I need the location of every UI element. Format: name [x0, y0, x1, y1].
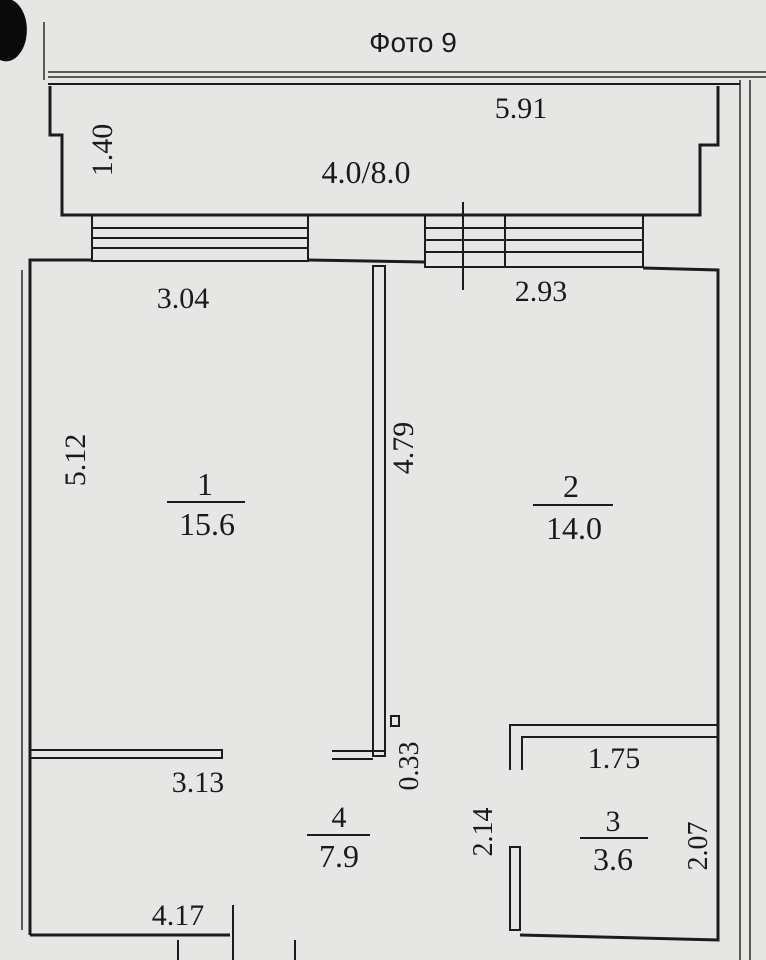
page-title: Фото 9	[369, 27, 457, 58]
balcony-outline	[48, 86, 720, 217]
room4-number: 4	[332, 801, 347, 834]
room4-width-label: 3.13	[172, 766, 225, 799]
room3-width-label: 1.75	[588, 742, 641, 775]
bathroom-walls	[509, 724, 718, 931]
bathroom-side-label: 2.14	[468, 808, 499, 857]
room2-number: 2	[563, 468, 579, 504]
room4-area: 7.9	[319, 838, 359, 874]
partition-gap-label: 0.33	[394, 742, 425, 791]
balcony-depth-label: 1.40	[86, 124, 119, 177]
room2-area: 14.0	[546, 510, 602, 546]
room2-width-label: 2.93	[515, 275, 568, 308]
bottom-markers	[177, 905, 296, 960]
room1-hall-divider	[29, 749, 223, 759]
balcony-width-label: 5.91	[495, 92, 548, 125]
room1-width-label: 3.04	[157, 282, 210, 315]
corner-shadow	[0, 0, 27, 62]
room1-number: 1	[197, 466, 213, 502]
room1-area: 15.6	[179, 506, 235, 542]
sheet-frame	[21, 22, 766, 960]
room3-area: 3.6	[593, 841, 633, 877]
partition-wall	[332, 265, 400, 760]
room2-length-label: 4.79	[387, 422, 420, 475]
balcony-window-right	[424, 214, 644, 268]
room1-length-label: 5.12	[59, 434, 92, 487]
room3-number: 3	[606, 805, 621, 838]
balcony-area-label: 4.0/8.0	[322, 154, 411, 190]
balcony-window-left	[91, 214, 309, 262]
room4-bottom-label: 4.17	[152, 899, 205, 932]
apartment-outer-wall	[28, 258, 720, 942]
room3-length-label: 2.07	[683, 822, 714, 871]
